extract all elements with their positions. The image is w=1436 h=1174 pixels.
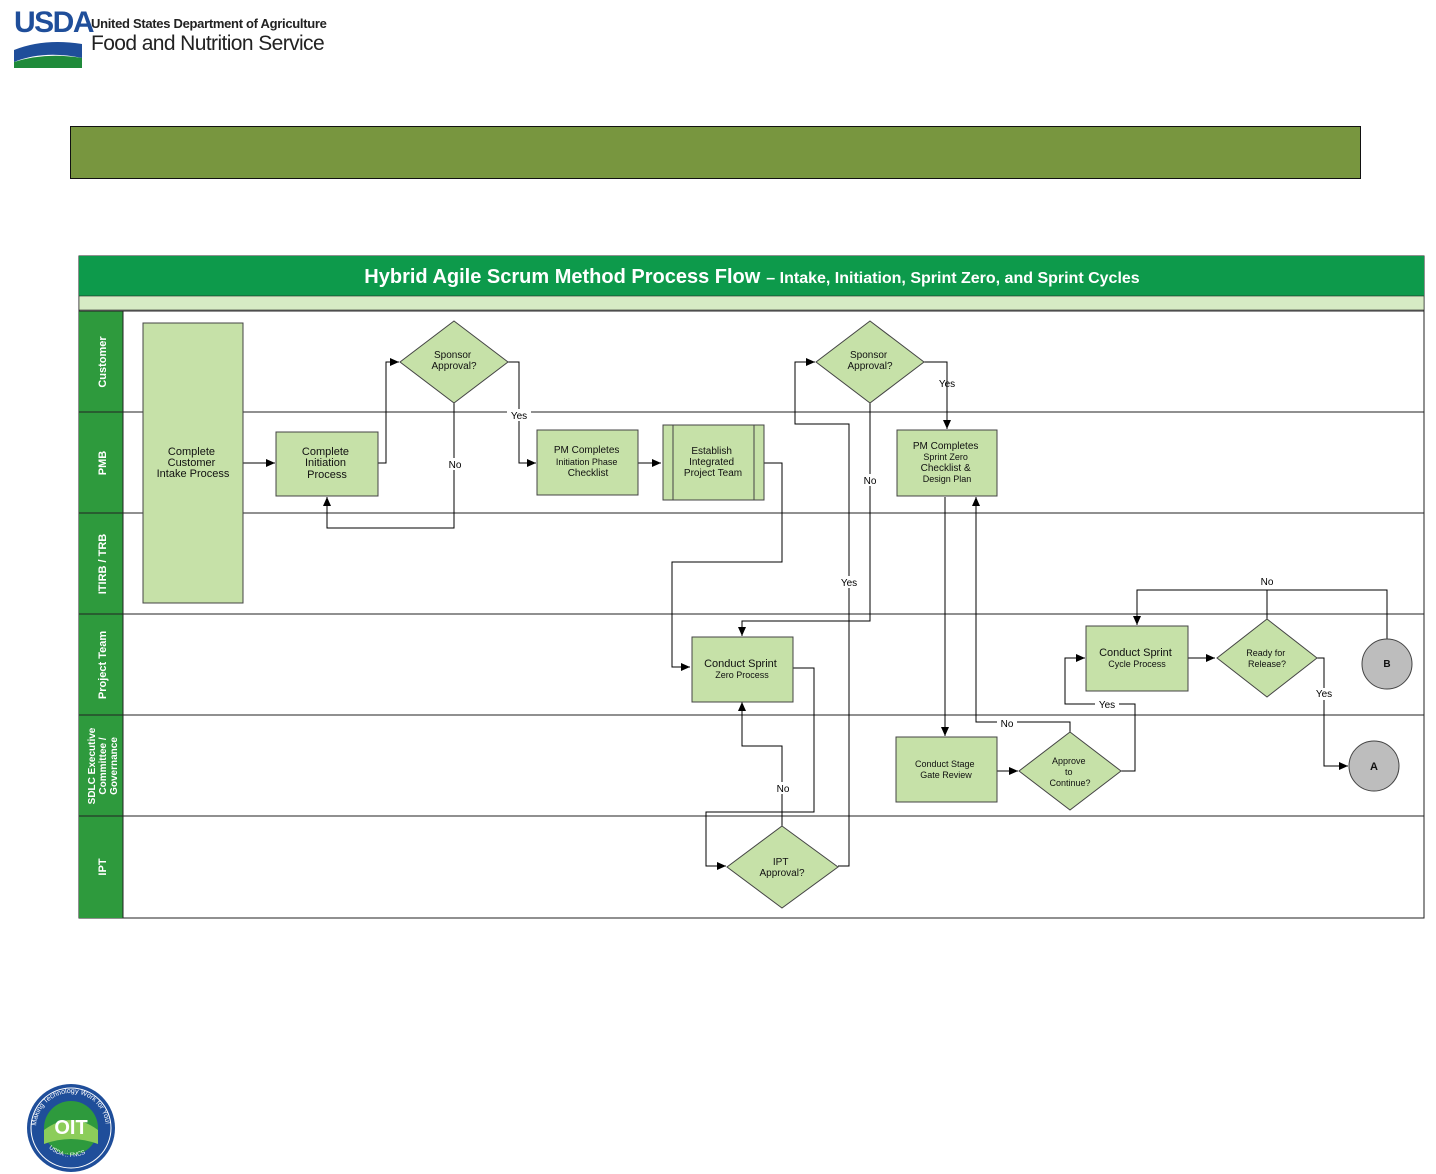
header-banner bbox=[70, 126, 1361, 179]
edge-label-ipt-yes: Yes bbox=[841, 578, 857, 589]
label-sponsor-approval-2: Sponsor Approval? bbox=[847, 350, 892, 372]
shape-pm-initiation-checklist bbox=[536, 429, 639, 496]
label-connector-a: A bbox=[1370, 761, 1378, 773]
diagram-frame bbox=[78, 255, 1425, 919]
label-pm-initiation-checklist: PM Completes Initiation Phase Checklist bbox=[554, 445, 622, 479]
shape-pm-sprint-zero-checklist bbox=[896, 429, 998, 497]
swimlanes: Customer PMB ITIRB / TRB Project Team SD… bbox=[79, 310, 1424, 918]
shape-establish-ipt bbox=[662, 424, 765, 501]
shape-ready-for-release bbox=[1216, 618, 1318, 698]
agency-name-line2: Food and Nutrition Service bbox=[91, 32, 325, 55]
edge-labels: Yes No Yes No Yes No No Yes No Yes bbox=[445, 379, 1336, 795]
lane-label-sdlc-governance: SDLC ExecutiveCommittee /Governance bbox=[87, 727, 120, 804]
edge-label-release-no: No bbox=[1261, 577, 1274, 588]
connector-a bbox=[1348, 740, 1400, 792]
shape-conduct-sprint-cycle bbox=[1085, 625, 1189, 692]
oit-seal-logo: OIT Making Technology Work for You! USDA… bbox=[27, 1084, 115, 1172]
shape-intake-process bbox=[142, 322, 244, 604]
shape-sponsor-approval-2 bbox=[815, 320, 925, 404]
edge-label-sponsor1-yes: Yes bbox=[511, 411, 527, 422]
diagram-subheader-strip bbox=[78, 295, 1425, 311]
oit-seal-text: OIT bbox=[54, 1117, 87, 1139]
lane-label-ipt: IPT bbox=[97, 858, 109, 875]
shape-sponsor-approval-1 bbox=[399, 320, 509, 404]
edge-label-sponsor1-no: No bbox=[449, 460, 462, 471]
label-ipt-approval: IPT Approval? bbox=[759, 857, 804, 879]
edge-label-approve-yes: Yes bbox=[1099, 700, 1115, 711]
edge-label-approve-no: No bbox=[1001, 719, 1014, 730]
label-pm-sprint-zero-checklist: PM Completes Sprint Zero Checklist & Des… bbox=[913, 441, 981, 484]
edge-label-sponsor2-yes: Yes bbox=[939, 379, 955, 390]
usda-logo-word: USDA bbox=[14, 6, 95, 39]
label-sponsor-approval-1: Sponsor Approval? bbox=[431, 350, 476, 372]
label-initiation-process: Complete Initiation Process bbox=[302, 446, 352, 481]
edge-label-sponsor2-no: No bbox=[864, 476, 877, 487]
shape-conduct-sprint-zero bbox=[691, 636, 794, 703]
shape-approve-to-continue bbox=[1018, 731, 1122, 811]
label-intake-process: Complete Customer Intake Process bbox=[157, 446, 230, 480]
label-connector-b: B bbox=[1383, 659, 1390, 670]
shape-stage-gate-review bbox=[895, 736, 998, 803]
edge-label-release-yes: Yes bbox=[1316, 689, 1332, 700]
diagram-title-bar bbox=[79, 256, 1424, 296]
label-ready-for-release: Ready for Release? bbox=[1246, 648, 1288, 669]
process-bars bbox=[672, 425, 755, 500]
lane-label-project-team: Project Team bbox=[97, 631, 109, 699]
lane-label-pmb: PMB bbox=[97, 451, 109, 476]
shape-initiation-process bbox=[275, 431, 379, 497]
lane-label-customer: Customer bbox=[97, 336, 109, 388]
label-approve-to-continue: Approve to Continue? bbox=[1049, 756, 1090, 788]
label-conduct-sprint-cycle: Conduct Sprint Cycle Process bbox=[1099, 647, 1175, 669]
label-stage-gate-review: Conduct Stage Gate Review bbox=[915, 759, 977, 780]
agency-name-line1: United States Department of Agriculture bbox=[91, 16, 327, 31]
usda-swoosh-icon bbox=[14, 42, 82, 68]
usda-logo: USDA United States Department of Agricul… bbox=[12, 6, 332, 68]
label-establish-ipt: Establish Integrated Project Team bbox=[684, 446, 742, 479]
edge-label-ipt-no: No bbox=[777, 784, 790, 795]
diagram-title: Hybrid Agile Scrum Method Process Flow– … bbox=[364, 266, 1140, 288]
shape-ipt-approval bbox=[726, 825, 839, 909]
label-conduct-sprint-zero: Conduct Sprint Zero Process bbox=[704, 658, 780, 680]
lane-label-itirb: ITIRB / TRB bbox=[97, 534, 109, 595]
connector-b bbox=[1361, 638, 1413, 690]
